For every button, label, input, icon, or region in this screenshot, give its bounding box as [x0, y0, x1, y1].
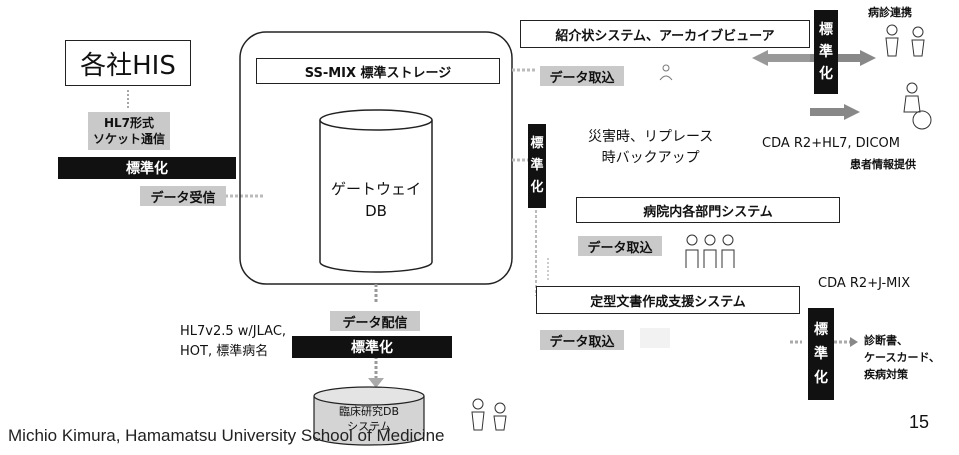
data-import-label-3: データ取込 [540, 330, 624, 350]
hospital-link-label: 病診連携 [868, 6, 912, 19]
referral-system-box: 紹介状システム、アーカイブビューア [520, 20, 810, 48]
his-box: 各社HIS [65, 40, 191, 86]
left-standardize-bar: 標準化 [58, 157, 236, 179]
clinical-db-label: 臨床研究DB システム [338, 405, 400, 433]
doctor-illustration-1 [885, 24, 925, 57]
cda-jmix-label: CDA R2+J-MIX [818, 276, 911, 291]
vertical-standardize-1: 標 準 化 [814, 10, 838, 94]
data-import-label-2: データ取込 [578, 236, 662, 256]
staff-group-illustration [685, 234, 735, 268]
gateway-db-label: ゲートウェイ DB [330, 180, 421, 220]
vertical-standardize-2: 標 準 化 [528, 124, 546, 208]
his-label: 各社HIS [80, 50, 176, 81]
data-receive-label: データ受信 [140, 186, 226, 206]
cda-hl7-dicom-label: CDA R2+HL7, DICOM [762, 136, 901, 151]
clinical-db-cylinder [313, 386, 425, 446]
page-number: 15 [909, 412, 930, 432]
hl7-socket-label: HL7形式 ソケット通信 [88, 112, 170, 150]
gateway-db-cylinder [319, 109, 433, 273]
footer-author: Michio Kimura, Hamamatsu University Scho… [8, 426, 445, 445]
dept-system-box: 病院内各部門システム [576, 197, 840, 223]
hl7v25-label: HL7v2.5 w/JLAC, HOT, 標準病名 [180, 324, 287, 359]
arrow-right-shape-2 [810, 104, 860, 120]
document-outputs-label: 診断書、 ケースカード、 疾病対策 [864, 334, 941, 381]
disaster-backup-label: 災害時、リプレース 時バックアップ [588, 129, 714, 166]
storage-title-box: SS-MIX 標準ストレージ [256, 58, 500, 84]
researcher-illustration [471, 398, 507, 431]
vertical-standardize-3: 標 準 化 [808, 308, 834, 400]
nurse-icon [659, 64, 673, 81]
patient-info-label: 患者情報提供 [850, 158, 916, 171]
data-import-label-1: データ取込 [540, 66, 624, 86]
arrow-left-shape [752, 50, 812, 66]
doc-system-box: 定型文書作成支援システム [536, 286, 800, 314]
data-distribute-label: データ配信 [330, 311, 420, 331]
bottom-standardize-bar: 標準化 [292, 336, 452, 358]
wheelchair-patient-illustration [903, 82, 932, 130]
